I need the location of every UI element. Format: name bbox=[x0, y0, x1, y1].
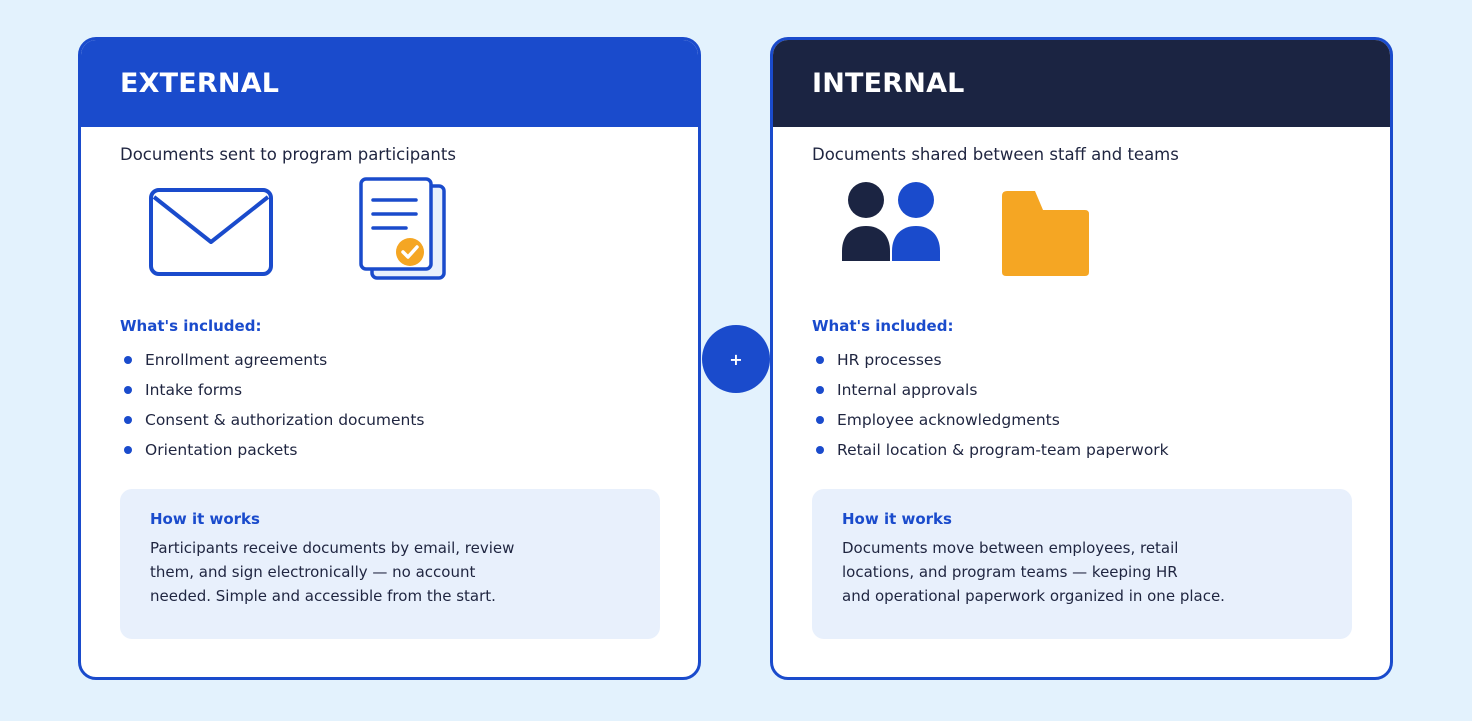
envelope-icon bbox=[149, 188, 273, 276]
external-feature-list: Enrollment agreements Intake forms Conse… bbox=[120, 345, 659, 465]
bullet-icon bbox=[124, 386, 132, 394]
list-item: Intake forms bbox=[120, 375, 659, 405]
external-how-text: Participants receive documents by email,… bbox=[150, 539, 515, 605]
list-item: Internal approvals bbox=[812, 375, 1351, 405]
list-item: HR processes bbox=[812, 345, 1351, 375]
bullet-icon bbox=[124, 446, 132, 454]
internal-included-title: What's included: bbox=[812, 317, 954, 335]
external-subtitle: Documents sent to program participants bbox=[120, 145, 456, 164]
bullet-icon bbox=[124, 416, 132, 424]
internal-card: INTERNAL Documents shared between staff … bbox=[770, 37, 1393, 680]
bullet-icon bbox=[124, 356, 132, 364]
internal-header: INTERNAL bbox=[773, 40, 1390, 127]
bullet-icon bbox=[816, 416, 824, 424]
internal-how-text: Documents move between employees, retail… bbox=[842, 539, 1225, 605]
external-title: EXTERNAL bbox=[120, 68, 280, 99]
internal-how-it-works: How it works Documents move between empl… bbox=[812, 489, 1352, 639]
plus-icon: + bbox=[729, 349, 743, 369]
internal-icons bbox=[812, 167, 1351, 317]
external-header: EXTERNAL bbox=[81, 40, 698, 127]
external-included-title: What's included: bbox=[120, 317, 262, 335]
list-item: Consent & authorization documents bbox=[120, 405, 659, 435]
internal-subtitle: Documents shared between staff and teams bbox=[812, 145, 1179, 164]
list-item: Retail location & program-team paperwork bbox=[812, 435, 1351, 465]
internal-title: INTERNAL bbox=[812, 68, 965, 99]
signed-document-icon bbox=[359, 177, 446, 280]
folder-icon bbox=[1002, 191, 1089, 276]
list-item: Employee acknowledgments bbox=[812, 405, 1351, 435]
bullet-icon bbox=[816, 446, 824, 454]
bullet-icon bbox=[816, 356, 824, 364]
external-card: EXTERNAL Documents sent to program parti… bbox=[78, 37, 701, 680]
internal-how-title: How it works bbox=[842, 510, 952, 528]
external-icons bbox=[120, 167, 659, 317]
bullet-icon bbox=[816, 386, 824, 394]
plus-connector: + bbox=[702, 325, 770, 393]
list-item: Orientation packets bbox=[120, 435, 659, 465]
team-icon bbox=[842, 182, 940, 261]
list-item: Enrollment agreements bbox=[120, 345, 659, 375]
external-how-it-works: How it works Participants receive docume… bbox=[120, 489, 660, 639]
external-how-title: How it works bbox=[150, 510, 260, 528]
internal-feature-list: HR processes Internal approvals Employee… bbox=[812, 345, 1351, 465]
